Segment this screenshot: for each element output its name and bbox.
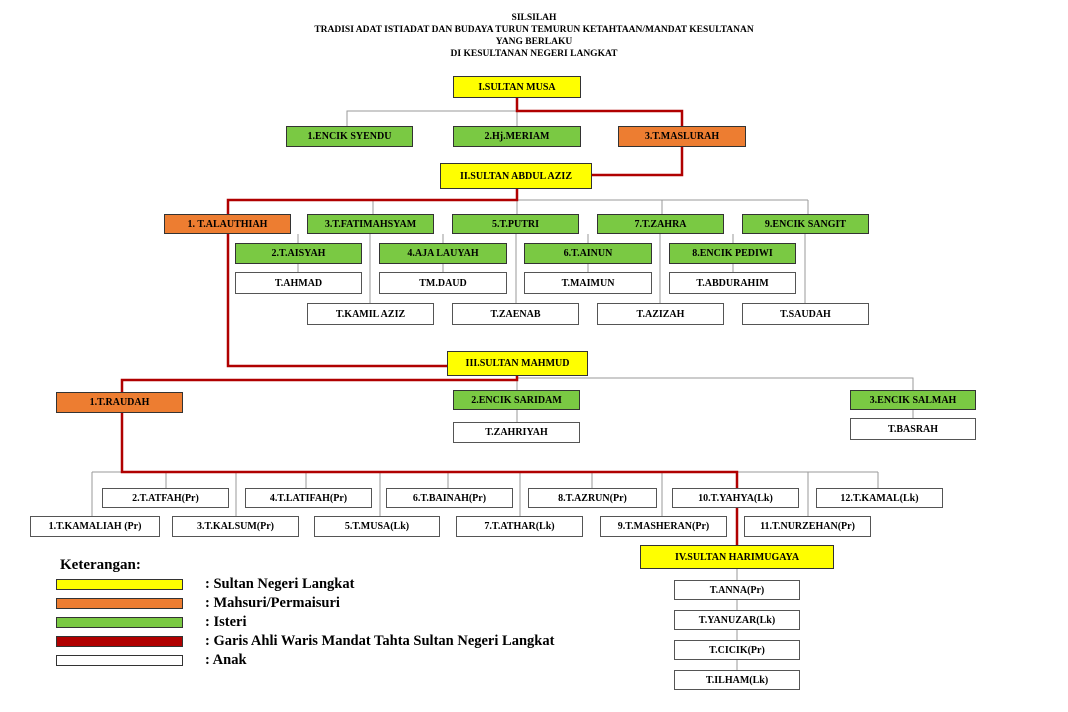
diagram-title: SILSILAH TRADISI ADAT ISTIADAT DAN BUDAY… — [0, 12, 1068, 60]
wife-t-fatimahsyam: 3.T.FATIMAHSYAM — [307, 214, 434, 234]
title-line-3: YANG BERLAKU — [495, 37, 573, 47]
legend-swatch-isteri — [56, 617, 183, 628]
child-t-nurzehan: 11.T.NURZEHAN(Pr) — [744, 516, 871, 537]
child-t-kamil-aziz: T.KAMIL AZIZ — [307, 303, 434, 325]
sultan-musa: I.SULTAN MUSA — [453, 76, 581, 98]
legend-swatch-anak — [56, 655, 183, 666]
child-t-yanuzar: T.YANUZAR(Lk) — [674, 610, 800, 630]
wife-t-raudah: 1.T.RAUDAH — [56, 392, 183, 413]
child-t-maimun: T.MAIMUN — [524, 272, 652, 294]
child-t-latifah: 4.T.LATIFAH(Pr) — [245, 488, 372, 508]
legend-label-mahsuri: : Mahsuri/Permaisuri — [205, 595, 340, 611]
child-t-abdurahim: T.ABDURAHIM — [669, 272, 796, 294]
wife-encik-salmah: 3.ENCIK SALMAH — [850, 390, 976, 410]
child-t-kalsum: 3.T.KALSUM(Pr) — [172, 516, 299, 537]
child-t-azrun: 8.T.AZRUN(Pr) — [528, 488, 657, 508]
child-t-bainah: 6.T.BAINAH(Pr) — [386, 488, 513, 508]
heir-line — [120, 98, 739, 545]
legend-swatch-mahsuri — [56, 598, 183, 609]
wife-encik-pediwi: 8.ENCIK PEDIWI — [669, 243, 796, 264]
wife-encik-saridam: 2.ENCIK SARIDAM — [453, 390, 580, 410]
legend-label-anak: : Anak — [205, 652, 247, 668]
child-t-ilham: T.ILHAM(Lk) — [674, 670, 800, 690]
wife-encik-syendu: 1.ENCIK SYENDU — [286, 126, 413, 147]
wife-t-aisyah: 2.T.AISYAH — [235, 243, 362, 264]
child-t-cicik: T.CICIK(Pr) — [674, 640, 800, 660]
legend-swatch-sultan — [56, 579, 183, 590]
wife-t-maslurah: 3.T.MASLURAH — [618, 126, 746, 147]
child-t-zahriyah: T.ZAHRIYAH — [453, 422, 580, 443]
wife-hj-meriam: 2.Hj.MERIAM — [453, 126, 581, 147]
legend-title: Keterangan: — [60, 557, 141, 573]
wife-t-ainun: 6.T.AINUN — [524, 243, 652, 264]
legend-label-sultan: : Sultan Negeri Langkat — [205, 576, 355, 592]
legend-swatch-garis — [56, 636, 183, 647]
child-t-basrah: T.BASRAH — [850, 418, 976, 440]
legend-label-isteri: : Isteri — [205, 614, 247, 630]
child-tm-daud: TM.DAUD — [379, 272, 507, 294]
child-t-musa: 5.T.MUSA(Lk) — [314, 516, 440, 537]
child-t-masheran: 9.T.MASHERAN(Pr) — [600, 516, 727, 537]
sultan-mahmud: III.SULTAN MAHMUD — [447, 351, 588, 376]
child-t-athar: 7.T.ATHAR(Lk) — [456, 516, 583, 537]
child-t-anna: T.ANNA(Pr) — [674, 580, 800, 600]
title-line-2: TRADISI ADAT ISTIADAT DAN BUDAYA TURUN T… — [314, 25, 754, 35]
child-t-kamal: 12.T.KAMAL(Lk) — [816, 488, 943, 508]
child-t-zaenab: T.ZAENAB — [452, 303, 579, 325]
wife-aja-lauyah: 4.AJA LAUYAH — [379, 243, 507, 264]
child-t-kamaliah: 1.T.KAMALIAH (Pr) — [30, 516, 160, 537]
wife-encik-sangit: 9.ENCIK SANGIT — [742, 214, 869, 234]
wife-t-putri: 5.T.PUTRI — [452, 214, 579, 234]
sultan-abdul-aziz: II.SULTAN ABDUL AZIZ — [440, 163, 592, 189]
wife-t-zahra: 7.T.ZAHRA — [597, 214, 724, 234]
child-t-yahya: 10.T.YAHYA(Lk) — [672, 488, 799, 508]
child-t-azizah: T.AZIZAH — [597, 303, 724, 325]
child-t-atfah: 2.T.ATFAH(Pr) — [102, 488, 229, 508]
title-line-1: SILSILAH — [511, 13, 557, 23]
legend-label-garis: : Garis Ahli Waris Mandat Tahta Sultan N… — [205, 633, 555, 649]
wife-t-alauthiah: 1. T.ALAUTHIAH — [164, 214, 291, 234]
sultan-harimugaya: IV.SULTAN HARIMUGAYA — [640, 545, 834, 569]
title-line-4: DI KESULTANAN NEGERI LANGKAT — [450, 49, 618, 59]
child-t-ahmad: T.AHMAD — [235, 272, 362, 294]
child-t-saudah: T.SAUDAH — [742, 303, 869, 325]
